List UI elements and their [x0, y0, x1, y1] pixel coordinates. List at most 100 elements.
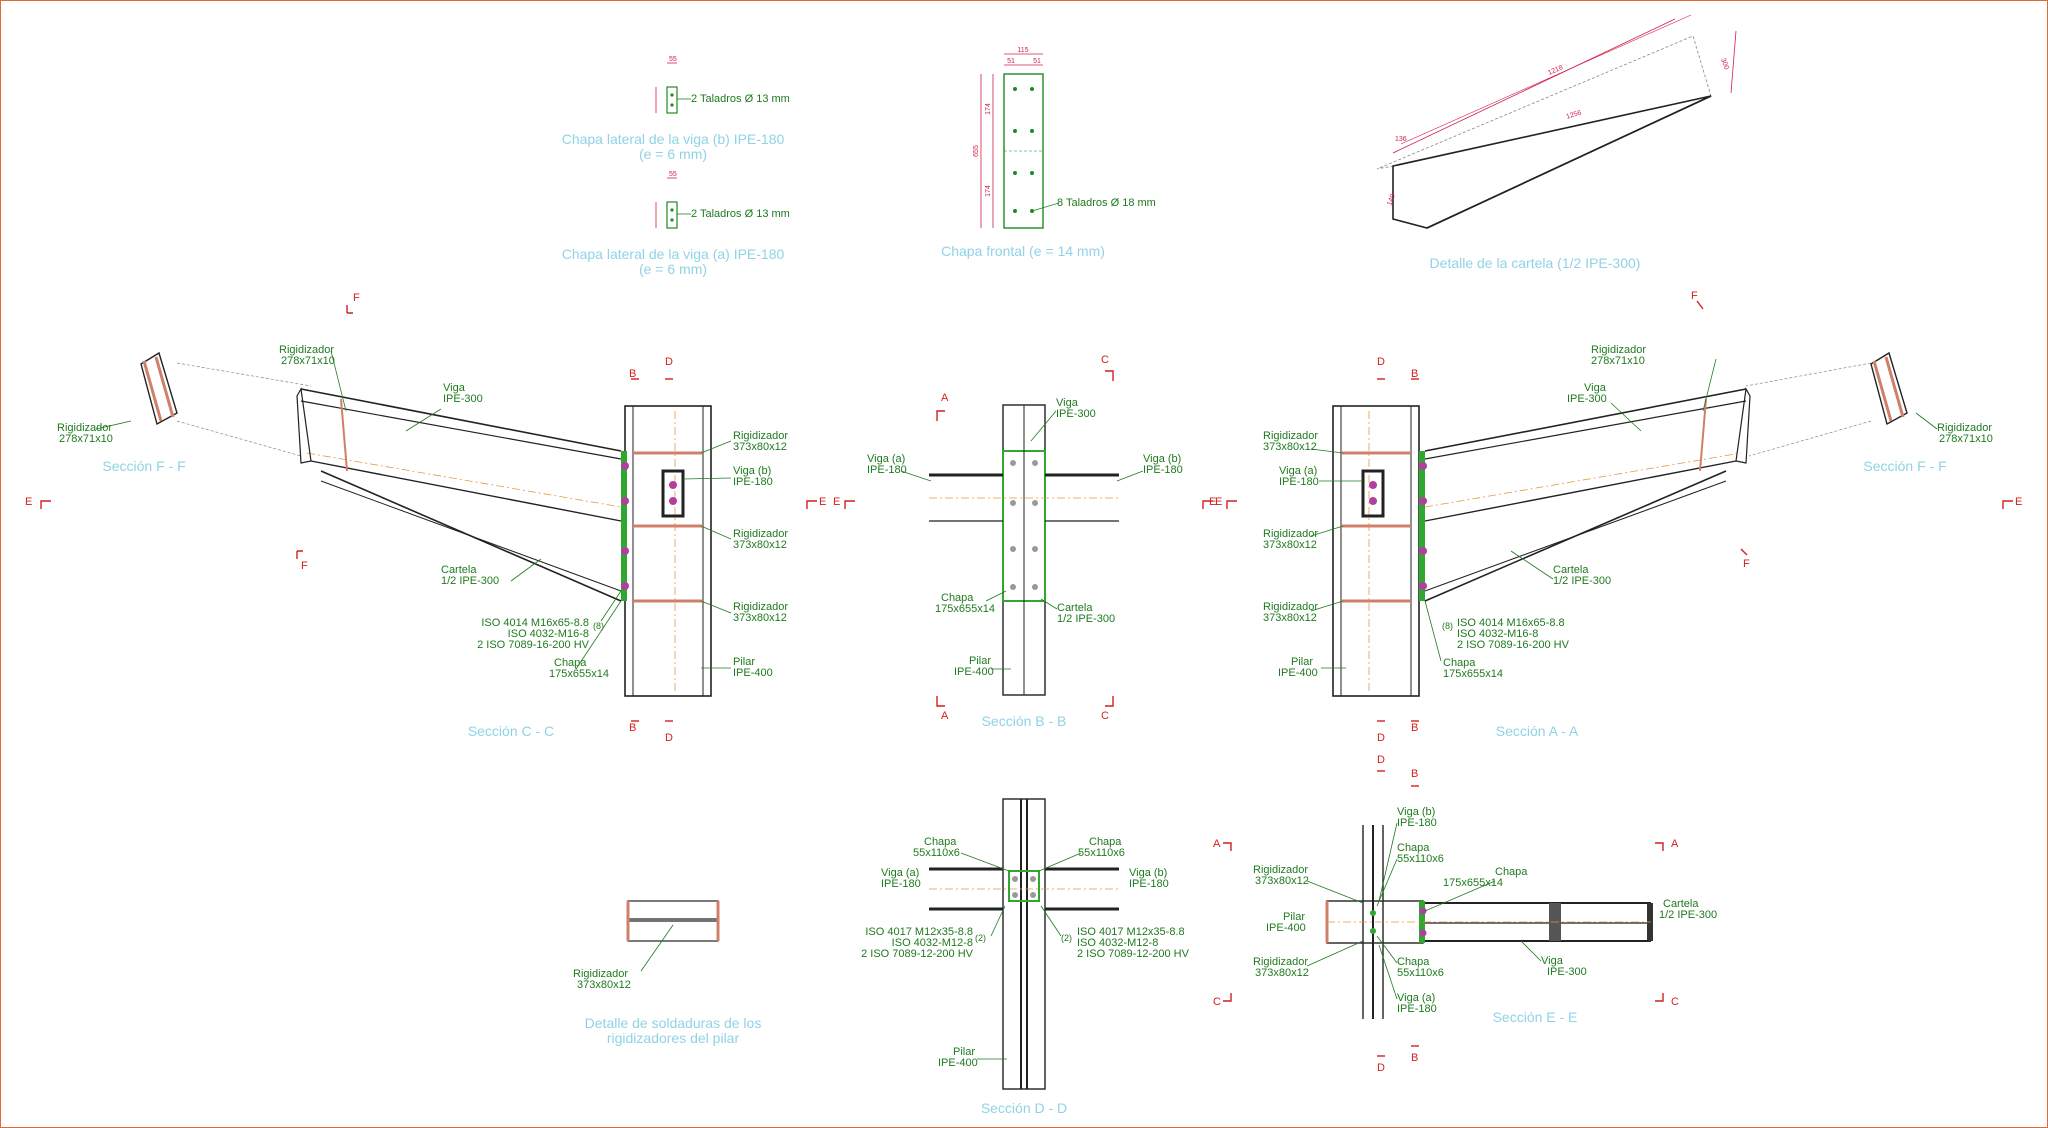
cut-a-4: A [1671, 838, 1679, 850]
bolt12-dd-r-2: ISO 4032-M12-8 [1077, 937, 1158, 949]
cut-e-5: E [1209, 496, 1216, 508]
label-rigid278-aa-1: Rigidizador [1591, 344, 1646, 356]
cut-f-1: F [353, 292, 360, 304]
label-vigaa-dd-2: IPE-180 [881, 878, 921, 890]
title-welds-2: rigidizadores del pilar [607, 1030, 740, 1046]
cut-e-2: E [819, 496, 826, 508]
label-chapa-bb-1: Chapa [941, 592, 974, 604]
cut-d-2: D [665, 732, 673, 744]
label-chapa-cc-2: 175x655x14 [549, 668, 609, 680]
label-pilar-cc-2: IPE-400 [733, 667, 773, 679]
label-pilar-ee-2: IPE-400 [1266, 922, 1306, 934]
cut-e-3: E [833, 496, 840, 508]
front-plate-a: 174 [985, 103, 992, 115]
section-ff-left: Rigidizador 278x71x10 Sección F - F [57, 351, 312, 474]
label-vigab-dd-1: Viga (b) [1129, 867, 1167, 879]
label-rigidizador-ffr-1: Rigidizador [1937, 422, 1992, 434]
plate-a-drills: 2 Taladros Ø 13 mm [691, 208, 790, 220]
label-chapa-dd-l-1: Chapa [924, 836, 957, 848]
section-dd: Chapa 55x110x6 Chapa 55x110x6 Viga (a) I… [861, 798, 1190, 1116]
label-vigab-cc-2: IPE-180 [733, 476, 773, 488]
bolt16-cc-count: (8) [593, 621, 604, 631]
label-chapa-dd-r-1: Chapa [1089, 836, 1122, 848]
label-rigid-aa2-1: Rigidizador [1263, 528, 1318, 540]
label-rigid-ee1-2: 373x80x12 [1255, 875, 1309, 887]
title-section-ff-right: Sección F - F [1863, 458, 1946, 474]
front-plate-b: 174 [985, 185, 992, 197]
label-viga-aa-1: Viga [1584, 382, 1607, 394]
section-ee: Viga (b) IPE-180 Chapa 55x110x6 Chapa 17… [1253, 806, 1717, 1025]
label-chapa-bb-2: 175x655x14 [935, 603, 995, 615]
bolt12-dd-l-1: ISO 4017 M12x35-8.8 [865, 926, 973, 938]
label-viga-bb-1: Viga [1056, 397, 1079, 409]
front-plate-s1: 51 [1007, 58, 1015, 65]
section-bb: Viga IPE-300 Viga (a) IPE-180 Viga (b) I… [867, 397, 1183, 729]
front-plate-height: 655 [973, 145, 980, 157]
haunch-vert: 149 [1386, 193, 1397, 206]
label-rigid-aa3-2: 373x80x12 [1263, 612, 1317, 624]
cut-b-4: B [1411, 722, 1418, 734]
bolt16-aa-1: ISO 4014 M16x65-8.8 [1457, 617, 1565, 629]
haunch-left: 136 [1395, 136, 1407, 143]
label-vigab-cc-1: Viga (b) [733, 465, 771, 477]
label-pilar-bb-2: IPE-400 [954, 666, 994, 678]
cut-d-6: D [1377, 1062, 1385, 1074]
cut-markers [40, 300, 2013, 1057]
cut-c-3: C [1213, 996, 1221, 1008]
label-chapa-aa-1: Chapa [1443, 657, 1476, 669]
bolt12-dd-l-3: 2 ISO 7089-12-200 HV [861, 948, 974, 960]
bolt16-aa-3: 2 ISO 7089-16-200 HV [1457, 639, 1570, 651]
title-section-dd: Sección D - D [981, 1100, 1067, 1116]
label-vigaa-bb-1: Viga (a) [867, 453, 905, 465]
cut-f-4: F [1743, 558, 1750, 570]
plate-b-drills: 2 Taladros Ø 13 mm [691, 93, 790, 105]
label-rigid-weld-2: 373x80x12 [577, 979, 631, 991]
front-plate-drills: 8 Taladros Ø 18 mm [1057, 197, 1156, 209]
label-vigaa-ee-2: IPE-180 [1397, 1003, 1437, 1015]
plate-a-detail: 55 2 Taladros Ø 13 mm Chapa lateral de l… [562, 171, 790, 277]
label-viga-bb-2: IPE-300 [1056, 408, 1096, 420]
label-viga-aa-2: IPE-300 [1567, 393, 1607, 405]
title-section-cc: Sección C - C [468, 723, 554, 739]
haunch-height: 300 [1719, 57, 1730, 70]
label-cartela-ee-2: 1/2 IPE-300 [1659, 909, 1717, 921]
label-vigab-bb-1: Viga (b) [1143, 453, 1181, 465]
label-pilar-cc-1: Pilar [733, 656, 755, 668]
label-chapa-ee-t-2: 55x110x6 [1397, 853, 1444, 865]
label-pilar-aa-1: Pilar [1291, 656, 1313, 668]
front-plate-s2: 51 [1033, 58, 1041, 65]
label-rigid-aa1-2: 373x80x12 [1263, 441, 1317, 453]
cut-b-3: B [1411, 368, 1418, 380]
bolt16-cc-3: 2 ISO 7089-16-200 HV [477, 639, 590, 651]
plate-b-detail: 55 2 Taladros Ø 13 mm Chapa lateral de l… [562, 56, 790, 162]
label-viga-ee-1: Viga [1541, 955, 1564, 967]
label-cartela-ee-1: Cartela [1663, 898, 1699, 910]
title-haunch: Detalle de la cartela (1/2 IPE-300) [1430, 255, 1641, 271]
label-chapa-ee-b-1: Chapa [1397, 956, 1430, 968]
bolt16-cc-1: ISO 4014 M16x65-8.8 [481, 617, 589, 629]
label-viga-cc-2: IPE-300 [443, 393, 483, 405]
label-chapa-ee-t-1: Chapa [1397, 842, 1430, 854]
cut-d-1: D [665, 356, 673, 368]
bolt16-aa-count: (8) [1442, 621, 1453, 631]
cut-a-3: A [1213, 838, 1221, 850]
bolt12-dd-l-count: (2) [975, 933, 986, 943]
label-vigab-ee-1: Viga (b) [1397, 806, 1435, 818]
title-section-aa: Sección A - A [1496, 723, 1579, 739]
front-plate-width: 115 [1017, 47, 1028, 54]
cut-f-3: F [1691, 290, 1698, 302]
title-section-bb: Sección B - B [982, 713, 1067, 729]
cut-c-4: C [1671, 996, 1679, 1008]
bolt12-dd-r-1: ISO 4017 M12x35-8.8 [1077, 926, 1185, 938]
cut-c-2: C [1101, 710, 1109, 722]
label-rigid-ee1-1: Rigidizador [1253, 864, 1308, 876]
cut-d-4: D [1377, 732, 1385, 744]
cut-d-3: D [1377, 356, 1385, 368]
bolt12-dd-r-3: 2 ISO 7089-12-200 HV [1077, 948, 1190, 960]
label-chapa-aa-2: 175x655x14 [1443, 668, 1503, 680]
bolt16-cc-2: ISO 4032-M16-8 [508, 628, 589, 640]
label-pilar-dd-1: Pilar [953, 1046, 975, 1058]
section-cc: Viga IPE-300 Rigidizador 278x71x10 Rigid… [279, 344, 788, 739]
haunch-mid: 1256 [1565, 109, 1582, 121]
label-vigab-ee-2: IPE-180 [1397, 817, 1437, 829]
